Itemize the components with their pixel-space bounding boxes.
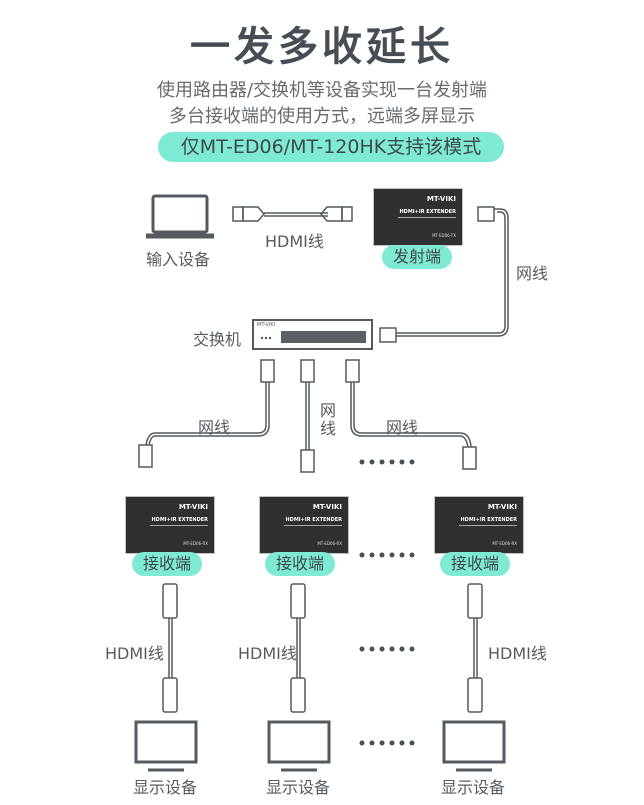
ellipsis-dots-network bbox=[359, 459, 415, 465]
receiver-label-1: 接收端 bbox=[132, 552, 202, 576]
device-divider bbox=[150, 525, 208, 526]
input-device-label: 输入设备 bbox=[146, 250, 211, 269]
device-brand: MT-VIKI bbox=[178, 503, 208, 511]
device-divider bbox=[398, 217, 456, 218]
laptop-icon bbox=[146, 194, 214, 239]
hdmi-cable-top bbox=[232, 206, 353, 222]
hdmi-label-1: HDMI线 bbox=[105, 644, 164, 663]
device-model: HDMI+IR EXTENDER bbox=[399, 209, 456, 215]
network-cable-uplink bbox=[379, 206, 509, 343]
display-label-3: 显示设备 bbox=[441, 778, 506, 797]
receiver-label-3: 接收端 bbox=[440, 552, 510, 576]
device-code: MT-ED06-RX bbox=[183, 541, 208, 546]
receiver-device-2: MT-VIKI HDMI+IR EXTENDER MT-ED06-RX bbox=[259, 496, 349, 554]
switch-icon bbox=[252, 319, 373, 350]
switch-label: 交换机 bbox=[193, 330, 242, 349]
receiver-device-3: MT-VIKI HDMI+IR EXTENDER MT-ED06-RX bbox=[434, 496, 524, 554]
subtitle-line-1: 使用路由器/交换机等设备实现一台发射端 bbox=[156, 80, 488, 101]
receiver-label-2: 接收端 bbox=[265, 552, 335, 576]
transmitter-label: 发射端 bbox=[382, 245, 452, 269]
model-support-badge: 仅MT-ED06/MT-120HK支持该模式 bbox=[158, 132, 504, 162]
switch-brand: MT-VIKI bbox=[257, 322, 276, 328]
device-code: MT-ED06-TX bbox=[432, 233, 456, 238]
hdmi-label-3: HDMI线 bbox=[488, 644, 547, 663]
ellipsis-dots-lower bbox=[359, 552, 415, 746]
transmitter-device: MT-VIKI HDMI+IR EXTENDER MT-ED06-TX bbox=[373, 188, 463, 246]
network-branches bbox=[138, 359, 477, 473]
device-code: MT-ED06-RX bbox=[317, 541, 342, 546]
device-brand: MT-VIKI bbox=[487, 503, 517, 511]
branch-1-net-label: 网线 bbox=[198, 418, 231, 437]
hdmi-cable-label-top: HDMI线 bbox=[265, 232, 324, 251]
display-label-1: 显示设备 bbox=[133, 778, 198, 797]
uplink-cable-label: 网线 bbox=[516, 264, 549, 283]
device-model: HDMI+IR EXTENDER bbox=[151, 517, 208, 523]
display-label-2: 显示设备 bbox=[266, 778, 331, 797]
subtitle-line-2: 多台接收端的使用方式，远端多屏显示 bbox=[169, 106, 475, 127]
hdmi-cables-down bbox=[162, 583, 483, 713]
branch-3-net-label: 网线 bbox=[386, 418, 419, 437]
receiver-device-1: MT-VIKI HDMI+IR EXTENDER MT-ED06-RX bbox=[125, 496, 215, 554]
device-brand: MT-VIKI bbox=[312, 503, 342, 511]
device-divider bbox=[459, 525, 517, 526]
device-code: MT-ED06-RX bbox=[492, 541, 517, 546]
device-divider bbox=[284, 525, 342, 526]
hdmi-label-2: HDMI线 bbox=[238, 644, 297, 663]
display-icons bbox=[134, 720, 506, 772]
device-brand: MT-VIKI bbox=[426, 195, 456, 203]
branch-2-net-label: 网线 bbox=[320, 401, 337, 438]
device-model: HDMI+IR EXTENDER bbox=[285, 517, 342, 523]
page-title: 一发多收延长 bbox=[190, 24, 454, 70]
device-model: HDMI+IR EXTENDER bbox=[460, 517, 517, 523]
